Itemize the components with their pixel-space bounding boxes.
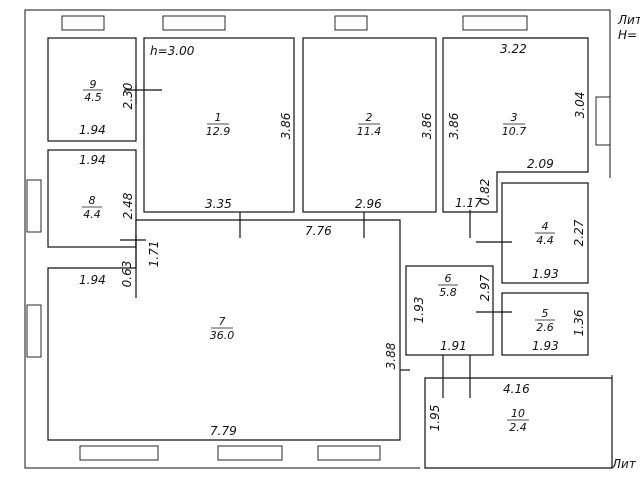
room-5	[501, 292, 589, 356]
room-8-number: 8	[89, 194, 96, 207]
dim-r10-width: 4.16	[503, 382, 530, 396]
dim-r6-height: 2.97	[478, 274, 492, 301]
door-markers	[120, 84, 512, 398]
room-10-area: 2.4	[509, 421, 527, 434]
dim-r5-width: 1.93	[532, 339, 559, 353]
room-6-number: 6	[445, 272, 452, 285]
room-4-number: 4	[542, 220, 549, 233]
dim-r8-top: 1.94	[79, 153, 106, 167]
room-8	[47, 149, 137, 248]
dim-r9-height: 2.30	[121, 82, 135, 109]
rooms	[47, 37, 613, 469]
dim-r5-height: 1.36	[572, 309, 586, 336]
dim-r6-left: 1.93	[412, 297, 426, 324]
dim-r7-width: 7.79	[210, 424, 237, 438]
dim-r3-top: 3.22	[500, 42, 527, 56]
room-3-number: 3	[511, 111, 518, 124]
dim-r4-height: 2.27	[572, 219, 586, 246]
label-liter-top: Лит	[617, 13, 640, 27]
windows	[26, 15, 611, 461]
window-left-1	[26, 179, 42, 233]
dim-r3-left: 3.86	[447, 112, 461, 139]
dim-171: 1.71	[147, 241, 161, 268]
window-top-3	[334, 15, 368, 31]
room-1-number: 1	[215, 111, 222, 124]
dim-r7-left-top: 1.94	[79, 273, 106, 287]
dim-r2-width: 2.96	[355, 197, 382, 211]
room-9-area: 4.5	[84, 91, 102, 104]
dim-r7-height: 3.88	[384, 342, 398, 369]
label-liter-bottom: Лит	[611, 457, 637, 471]
room-9-number: 9	[90, 78, 97, 91]
dim-r9-width: 1.94	[79, 123, 106, 137]
dim-r10-height: 1.95	[428, 405, 442, 432]
window-right-1	[595, 96, 611, 146]
dim-r8-height: 2.48	[121, 192, 135, 219]
window-top-2	[162, 15, 226, 31]
room-8-area: 4.4	[83, 208, 101, 221]
dimension-labels: 1.94 2.30 1.94 2.48 3.86 3.35 3.86 2.96 …	[79, 42, 587, 438]
room-2	[302, 37, 437, 213]
room-7-number: 7	[219, 315, 226, 328]
dim-r3-right: 3.04	[573, 92, 587, 119]
room-labels: 9 4.5 1 12.9 2 11.4 3 10.7 8 4.4 4 4.4 7…	[82, 78, 555, 434]
window-bottom-3	[317, 445, 381, 461]
ceiling-height: h=3.00	[150, 44, 195, 58]
room-10	[424, 377, 613, 469]
room-4-area: 4.4	[536, 234, 554, 247]
window-top-1	[61, 15, 105, 31]
room-5-number: 5	[542, 307, 549, 320]
room-2-number: 2	[366, 111, 373, 124]
window-left-2	[26, 304, 42, 358]
room-5-area: 2.6	[536, 321, 554, 334]
room-10-number: 10	[511, 407, 525, 420]
label-height-top: H=	[618, 28, 637, 42]
room-7-area: 36.0	[210, 329, 235, 342]
room-6	[405, 265, 494, 356]
room-3	[442, 37, 589, 213]
dim-r3-bottom: 2.09	[527, 157, 554, 171]
window-bottom-2	[217, 445, 283, 461]
room-2-area: 11.4	[357, 125, 382, 138]
dim-082: 0.82	[478, 179, 492, 206]
dim-r1-width: 3.35	[205, 197, 232, 211]
dim-r2-height: 3.86	[420, 112, 434, 139]
window-top-4	[462, 15, 528, 31]
dim-063: 0.63	[120, 261, 134, 288]
dim-corridor: 7.76	[305, 224, 332, 238]
room-1	[143, 37, 295, 213]
room-1-area: 12.9	[206, 125, 231, 138]
window-bottom-1	[79, 445, 159, 461]
room-6-area: 5.8	[439, 286, 457, 299]
dim-r4-width: 1.93	[532, 267, 559, 281]
dim-r6-width: 1.91	[440, 339, 467, 353]
dim-117: 1.17	[455, 196, 482, 210]
dim-r1-height: 3.86	[279, 112, 293, 139]
room-3-area: 10.7	[502, 125, 527, 138]
